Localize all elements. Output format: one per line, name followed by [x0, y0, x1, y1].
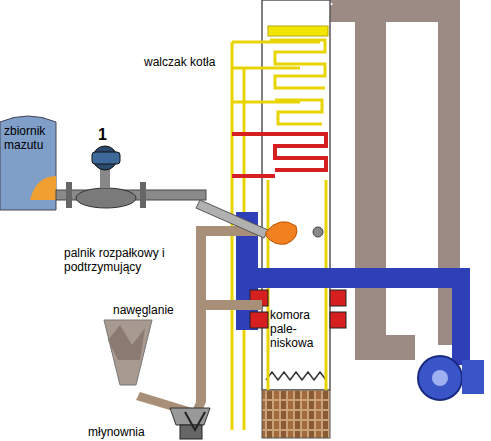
node-text: komora pale- niskowa — [270, 308, 326, 350]
part-label: walczak kotła — [144, 55, 215, 69]
callout-number: 1 — [98, 126, 107, 144]
oil-tank: zbiornik mazutu — [4, 124, 54, 152]
node-text: zbiornik mazutu — [4, 124, 54, 152]
part-label: nawęglanie — [113, 303, 174, 317]
combustion-chamber: komora pale- niskowa — [270, 308, 326, 350]
part-label: młynownia — [88, 425, 145, 439]
part-label: palnik rozpałkowy i podtrzymujący — [64, 246, 196, 274]
